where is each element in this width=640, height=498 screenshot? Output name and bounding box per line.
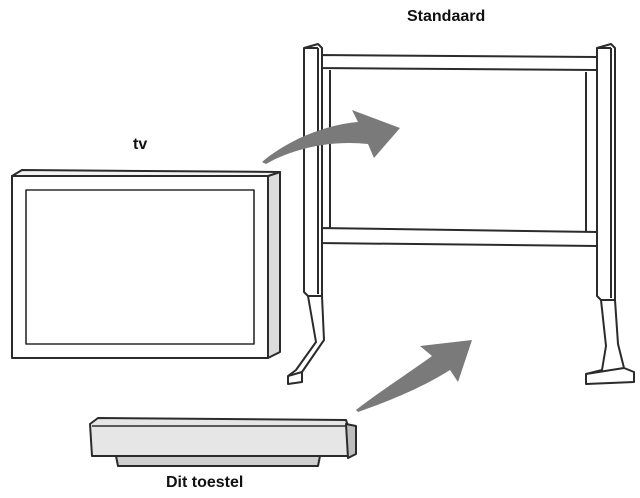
stand-left-post [303,43,323,297]
tv-screen [25,189,255,345]
soundbar-body [89,417,349,457]
soundbar-endcap [345,423,357,459]
tv-label: tv [133,136,148,153]
tv [11,169,281,359]
stand-left-foot [287,295,325,385]
tv-side [267,171,281,359]
stand-middle-bar [317,227,598,247]
stand [287,43,635,385]
stand-top-bar [317,54,598,71]
stand-right-foot [585,299,635,385]
stand-right-post [596,43,616,301]
arrow-tv-to-stand [262,110,400,164]
arrow-device-to-stand [356,340,472,412]
soundbar [89,417,357,467]
device-label: Dit toestel [166,474,244,491]
stand-label: Standaard [407,8,486,25]
soundbar-base [115,455,321,467]
